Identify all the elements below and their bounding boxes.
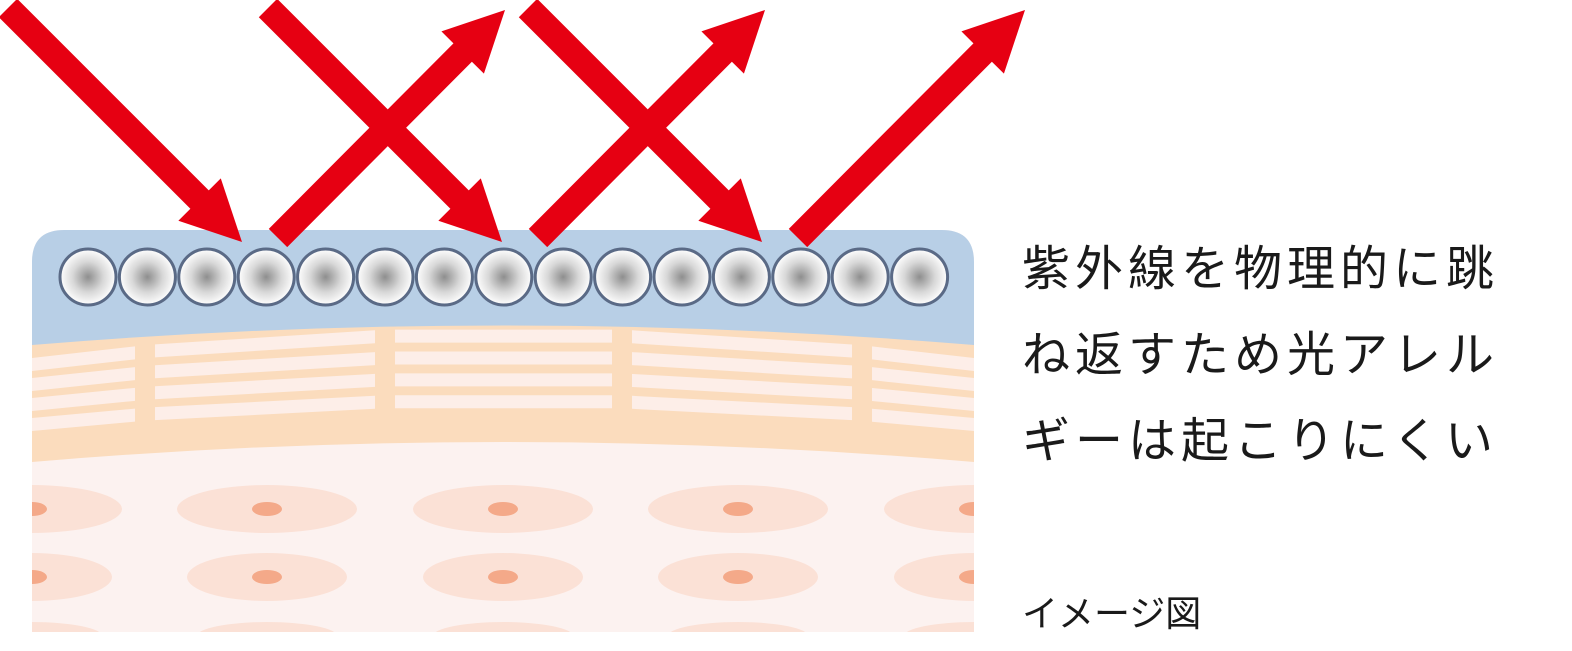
cell-nucleus [488, 570, 518, 584]
caption-line-2: ね返すため光アレル [1022, 327, 1500, 383]
cell-nucleus [959, 570, 974, 584]
coating-particle [355, 247, 415, 307]
caption-note: イメージ図 [1022, 594, 1202, 635]
epidermis-cell [632, 330, 852, 358]
epidermis-cell [632, 395, 852, 421]
cell-nucleus [959, 502, 974, 516]
skin-cell [197, 622, 337, 632]
skin-cell [904, 622, 974, 632]
cell-nucleus [723, 570, 753, 584]
skin-cell [32, 622, 102, 632]
epidermis-cell [32, 346, 135, 371]
cell-nucleus [252, 502, 282, 516]
skin-cell [884, 485, 974, 533]
epidermis-cell [872, 408, 974, 431]
cell-nucleus [488, 502, 518, 516]
coating-particle [533, 247, 593, 307]
coating-particle [296, 247, 356, 307]
skin-cell [668, 622, 808, 632]
epidermis-cell [155, 330, 375, 358]
epidermis-cells [32, 329, 974, 431]
reflected-uv-arrow [268, 10, 505, 248]
skin-cell [894, 553, 974, 601]
epidermis-cell [155, 395, 375, 421]
skin-cells [32, 485, 974, 632]
skin-cell [32, 553, 112, 601]
epidermis-cell [872, 387, 974, 411]
reflected-uv-arrow [528, 10, 765, 248]
coating-particle [474, 247, 534, 307]
epidermis-cell [155, 352, 375, 379]
coating-particle [414, 247, 474, 307]
epidermis-cell [395, 351, 612, 365]
uv-rays [0, 0, 1025, 248]
epidermis-cell [32, 367, 135, 391]
epidermis-cell [395, 373, 612, 387]
epidermis-cell [32, 387, 135, 411]
reflected-uv-arrow [788, 10, 1025, 248]
coating-particle [890, 247, 950, 307]
cell-nucleus [32, 502, 47, 516]
cell-nucleus [252, 570, 282, 584]
epidermis-cell [155, 373, 375, 400]
coating-particle [711, 247, 771, 307]
coating-particle [177, 247, 237, 307]
cell-nucleus [32, 570, 47, 584]
cell-nucleus [723, 502, 753, 516]
epidermis-cell [395, 329, 612, 343]
coating-particle [652, 247, 712, 307]
epidermis-cell [395, 395, 612, 409]
skin-cell [433, 622, 573, 632]
particle-row [58, 247, 950, 307]
coating-particle [58, 247, 118, 307]
skin-cell [32, 485, 122, 533]
coating-particle [830, 247, 890, 307]
epidermis-cell [632, 373, 852, 400]
coating-particle [236, 247, 296, 307]
epidermis-cell [632, 352, 852, 379]
caption-main: 紫外線を物理的に跳 ね返すため光アレル ギーは起こりにくい [1022, 226, 1562, 484]
incoming-uv-arrow [0, 0, 242, 242]
caption-line-3: ギーは起こりにくい [1022, 413, 1499, 469]
epidermis-cell [872, 367, 974, 391]
coating-particle [117, 247, 177, 307]
epidermis-cell [32, 408, 135, 431]
coating-particle [593, 247, 653, 307]
caption-line-1: 紫外線を物理的に跳 [1022, 241, 1500, 297]
coating-particle [771, 247, 831, 307]
epidermis-cell [872, 346, 974, 371]
